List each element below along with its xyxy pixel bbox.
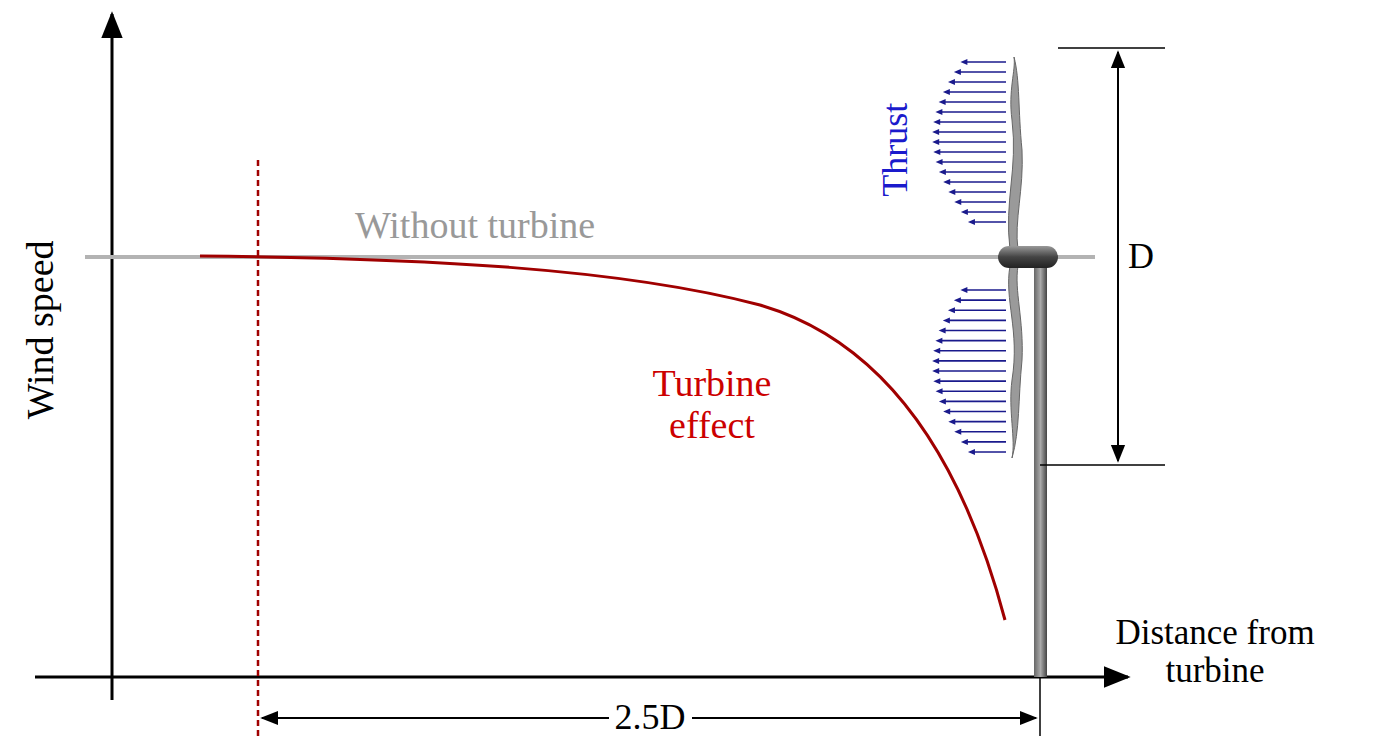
thrust-arrow bbox=[937, 370, 1006, 372]
thrust-arrowhead bbox=[935, 338, 942, 344]
thrust-arrowhead bbox=[960, 287, 967, 293]
axis-label: Wind speed bbox=[19, 241, 61, 420]
lower-blade bbox=[1009, 266, 1023, 458]
hub bbox=[998, 246, 1058, 268]
thrust-arrowhead bbox=[933, 149, 940, 155]
thrust-arrowhead bbox=[968, 449, 975, 455]
upper-blade bbox=[1008, 57, 1022, 250]
thrust-arrowhead bbox=[939, 169, 946, 175]
thrust-arrowhead bbox=[954, 199, 961, 205]
tower bbox=[1034, 265, 1047, 677]
dim-tick bbox=[1039, 677, 1041, 736]
influence-limit bbox=[257, 160, 260, 736]
thrust-arrow bbox=[938, 151, 1006, 153]
thrust-arrow bbox=[959, 431, 1006, 433]
thrust-arrow bbox=[959, 71, 1006, 73]
thrust-arrowhead bbox=[939, 398, 946, 404]
thrust-arrow bbox=[940, 111, 1006, 113]
thrust-arrow bbox=[944, 171, 1006, 173]
dim-tick bbox=[1040, 464, 1165, 466]
thrust-arrowhead bbox=[943, 409, 950, 415]
thrust-arrow bbox=[965, 289, 1006, 291]
thrust-arrowhead bbox=[932, 129, 939, 135]
thrust-arrowhead bbox=[932, 358, 939, 364]
thrust-arrow bbox=[953, 421, 1006, 423]
thrust-arrowhead bbox=[936, 388, 943, 394]
thrust-arrowhead bbox=[933, 119, 940, 125]
dimension-label: 2.5D bbox=[609, 698, 692, 738]
thrust-arrowhead bbox=[948, 307, 955, 313]
turbine-effect-curve bbox=[200, 256, 1005, 620]
thrust-arrow bbox=[973, 221, 1006, 223]
thrust-arrowhead bbox=[948, 419, 955, 425]
thrust-arrow bbox=[938, 121, 1006, 123]
y-axis bbox=[111, 14, 114, 700]
thrust-arrowhead bbox=[933, 378, 940, 384]
x-axis bbox=[35, 676, 1128, 679]
thrust-arrowhead bbox=[954, 297, 961, 303]
thrust-arrow bbox=[941, 161, 1006, 163]
dim-tick bbox=[1058, 47, 1165, 49]
thrust-arrowhead bbox=[943, 179, 950, 185]
thrust-arrow bbox=[953, 81, 1006, 83]
thrust-arrowhead bbox=[948, 79, 955, 85]
thrust-arrowhead bbox=[954, 429, 961, 435]
thrust-arrowhead bbox=[943, 317, 950, 323]
thrust-arrowhead bbox=[939, 328, 946, 334]
thrust-arrow bbox=[940, 340, 1006, 342]
force-label: Thrust bbox=[876, 103, 916, 197]
thrust-arrowhead bbox=[961, 439, 968, 445]
dimension-label: D bbox=[1122, 237, 1160, 277]
thrust-arrow bbox=[953, 309, 1006, 311]
thrust-arrow bbox=[966, 441, 1006, 443]
thrust-arrow bbox=[953, 191, 1006, 193]
series-label: Turbine effect bbox=[612, 363, 812, 447]
thrust-arrow bbox=[966, 211, 1006, 213]
thrust-arrow bbox=[944, 330, 1006, 332]
thrust-arrowhead bbox=[948, 189, 955, 195]
dim-line bbox=[1117, 52, 1119, 461]
thrust-arrowhead bbox=[935, 109, 942, 115]
thrust-arrowhead bbox=[968, 219, 975, 225]
thrust-arrow bbox=[938, 350, 1006, 352]
thrust-arrow bbox=[948, 91, 1006, 93]
thrust-arrowhead bbox=[933, 348, 940, 354]
thrust-arrow bbox=[948, 181, 1006, 183]
thrust-arrow bbox=[937, 360, 1006, 362]
thrust-arrowhead bbox=[954, 69, 961, 75]
thrust-arrow bbox=[973, 451, 1006, 453]
series-label: Without turbine bbox=[355, 205, 595, 247]
thrust-arrow bbox=[948, 411, 1006, 413]
thrust-arrowhead bbox=[960, 59, 967, 65]
thrust-arrow bbox=[937, 141, 1006, 143]
thrust-arrowhead bbox=[939, 99, 946, 105]
thrust-arrowhead bbox=[961, 209, 968, 215]
thrust-arrow bbox=[959, 201, 1006, 203]
thrust-arrow bbox=[938, 380, 1006, 382]
thrust-arrowhead bbox=[936, 159, 943, 165]
thrust-arrowhead bbox=[932, 368, 939, 374]
axis-label: Distance from turbine bbox=[1080, 614, 1350, 691]
thrust-arrows bbox=[932, 59, 1006, 455]
thrust-arrow bbox=[959, 299, 1006, 301]
thrust-arrow bbox=[941, 390, 1006, 392]
thrust-arrowhead bbox=[932, 139, 939, 145]
thrust-arrow bbox=[948, 320, 1006, 322]
thrust-arrow bbox=[937, 131, 1006, 133]
thrust-arrow bbox=[944, 101, 1006, 103]
thrust-arrowhead bbox=[943, 89, 950, 95]
thrust-arrow bbox=[965, 61, 1006, 63]
thrust-arrow bbox=[944, 401, 1006, 403]
